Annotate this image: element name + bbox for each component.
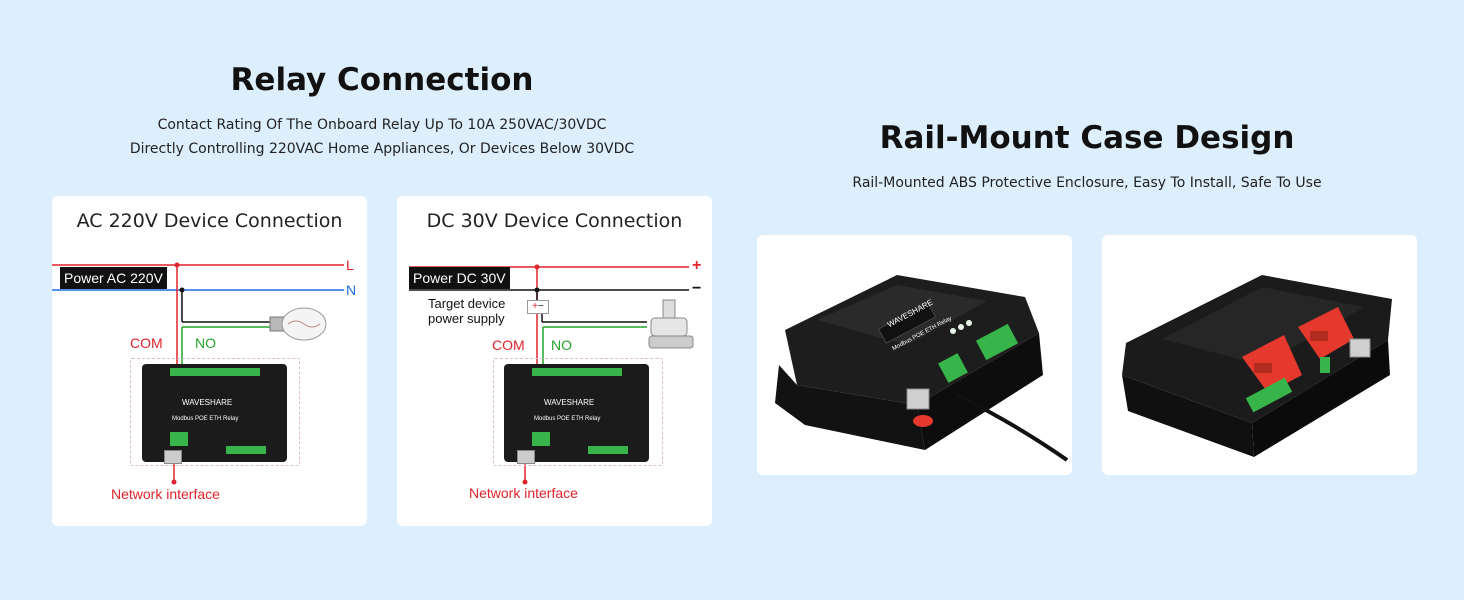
dc-no-label: NO bbox=[551, 337, 572, 353]
relay-enclosure-back-image bbox=[1122, 275, 1392, 457]
ac-connection-card: AC 220V Device Connection Power AC 220V … bbox=[52, 196, 367, 526]
rail-mount-subtitle: Rail-Mounted ABS Protective Enclosure, E… bbox=[852, 175, 1322, 191]
dc-connection-card: DC 30V Device Connection Power DC 30V + … bbox=[397, 196, 712, 526]
dc-plus-label: + bbox=[692, 257, 702, 274]
dc-relay-device: WAVESHARE Modbus POE ETH Relay bbox=[504, 364, 649, 462]
ac-network-label: Network interface bbox=[111, 486, 220, 502]
ac-wiring-diagram bbox=[52, 262, 344, 485]
ac-relay-device: WAVESHARE Modbus POE ETH Relay bbox=[142, 364, 287, 462]
dc-supply-terminal: +− bbox=[527, 300, 549, 314]
ac-com-label: COM bbox=[130, 335, 163, 351]
dc-device-brand: WAVESHARE bbox=[544, 398, 595, 407]
relay-enclosure-front-image bbox=[775, 275, 1069, 462]
ac-device-outline bbox=[130, 358, 300, 466]
ac-power-label: Power AC 220V bbox=[60, 267, 167, 289]
solenoid-valve-icon bbox=[648, 299, 694, 349]
dc-power-label: Power DC 30V bbox=[409, 267, 510, 289]
ac-card-title: AC 220V Device Connection bbox=[76, 210, 343, 232]
ac-ethernet-port bbox=[164, 450, 182, 464]
dc-device-outline bbox=[493, 358, 663, 466]
dc-device-model: Modbus POE ETH Relay bbox=[534, 416, 601, 422]
ac-device-model: Modbus POE ETH Relay bbox=[172, 416, 239, 422]
dc-com-label: COM bbox=[492, 337, 525, 353]
dc-minus-label: − bbox=[692, 280, 702, 297]
dc-card-title: DC 30V Device Connection bbox=[426, 210, 683, 232]
product-photo-back bbox=[1102, 235, 1417, 475]
product-photo-front: WAVESHARE Modbus POE ETH Relay bbox=[757, 235, 1072, 475]
ac-line-n-label: N bbox=[346, 282, 357, 298]
dc-target-line2: power supply bbox=[428, 311, 505, 326]
relay-subtitle-line1: Contact Rating Of The Onboard Relay Up T… bbox=[157, 117, 607, 133]
ac-device-brand: WAVESHARE bbox=[182, 398, 233, 407]
relay-connection-title: Relay Connection bbox=[230, 62, 534, 98]
dc-network-label: Network interface bbox=[469, 485, 578, 501]
light-bulb-icon bbox=[269, 307, 327, 341]
dc-target-line1: Target device bbox=[428, 296, 506, 311]
relay-subtitle-line2: Directly Controlling 220VAC Home Applian… bbox=[129, 141, 635, 157]
rail-mount-title: Rail-Mount Case Design bbox=[879, 120, 1295, 156]
ac-no-label: NO bbox=[195, 335, 216, 351]
ac-line-l-label: L bbox=[346, 257, 354, 273]
dc-ethernet-port bbox=[517, 450, 535, 464]
